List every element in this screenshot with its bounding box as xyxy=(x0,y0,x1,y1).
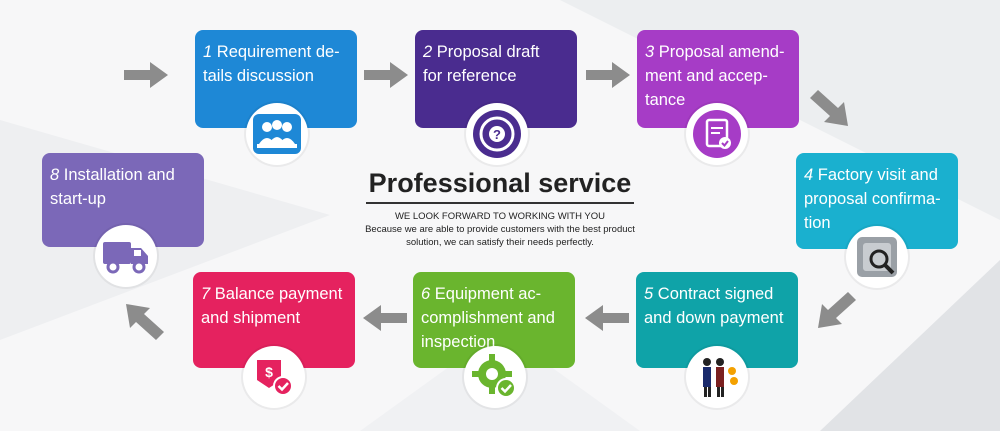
safe-search-icon xyxy=(846,226,908,288)
step-4-box: 4 Factory visit and proposal confirma- t… xyxy=(796,153,958,249)
step-number: 4 xyxy=(804,166,814,184)
title-underline xyxy=(366,202,634,204)
arrow-down-left xyxy=(818,292,856,328)
step-1-box: 1 Requirement de- tails discussion xyxy=(195,30,357,128)
team-meeting-icon xyxy=(246,103,308,165)
step-number: 1 xyxy=(203,43,213,61)
step-label: Contract signed and down payment xyxy=(644,285,784,327)
step-label: Installation and start-up xyxy=(50,166,175,208)
step-label: Requirement de- tails discussion xyxy=(203,43,340,85)
step-3-box: 3 Proposal amend- ment and accep- tance xyxy=(637,30,799,128)
arrow-right-2 xyxy=(364,62,408,88)
step-label: Proposal amend- ment and accep- tance xyxy=(645,43,785,109)
arrow-left-2 xyxy=(363,305,407,331)
truck-icon xyxy=(95,225,157,287)
step-6-box: 6 Equipment ac- complishment and inspect… xyxy=(413,272,575,368)
arrow-right-1 xyxy=(124,62,168,88)
arrow-left-1 xyxy=(585,305,629,331)
gear-check-icon xyxy=(464,346,526,408)
clipboard-check-icon xyxy=(686,103,748,165)
subtitle-line-1: WE LOOK FORWARD TO WORKING WITH YOU xyxy=(394,211,606,222)
payment-check-icon: $ xyxy=(243,346,305,408)
step-number: 6 xyxy=(421,285,431,303)
step-number: 2 xyxy=(423,43,433,61)
arrow-right-3 xyxy=(586,62,630,88)
step-number: 7 xyxy=(201,285,211,303)
step-number: 8 xyxy=(50,166,60,184)
subtitle: WE LOOK FORWARD TO WORKING WITH YOU Beca… xyxy=(320,210,680,249)
handshake-coins-icon xyxy=(686,346,748,408)
question-target-icon: ? xyxy=(466,103,528,165)
step-label: Proposal draft for reference xyxy=(423,43,540,85)
step-number: 3 xyxy=(645,43,655,61)
arrow-down-right xyxy=(810,90,848,126)
step-label: Balance payment and shipment xyxy=(201,285,343,327)
svg-text:$: $ xyxy=(265,364,273,380)
step-number: 5 xyxy=(644,285,654,303)
subtitle-line-3: solution, we can satisfy their needs per… xyxy=(406,237,594,248)
subtitle-line-2: Because we are able to provide customers… xyxy=(365,224,635,235)
step-label: Factory visit and proposal confirma- tio… xyxy=(804,166,941,232)
page-title: Professional service xyxy=(368,168,632,198)
arrow-up-left xyxy=(126,304,164,340)
step-label: Equipment ac- complishment and inspectio… xyxy=(421,285,555,351)
svg-text:?: ? xyxy=(493,127,501,142)
